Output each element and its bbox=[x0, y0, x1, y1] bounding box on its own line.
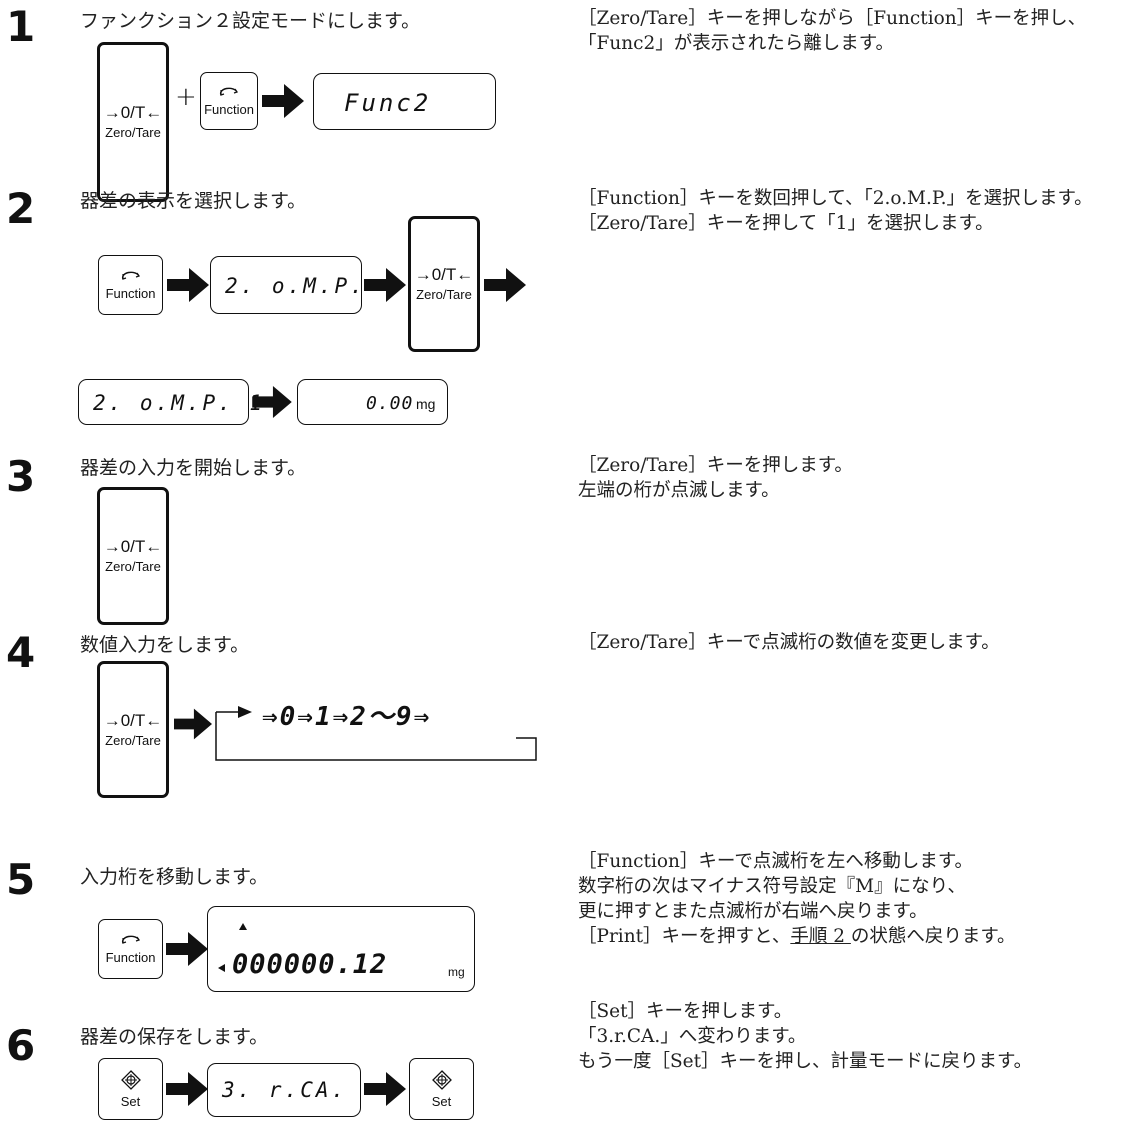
plus-sign: + bbox=[175, 82, 197, 112]
zero-tare-label: Zero/Tare bbox=[105, 559, 161, 574]
step-2-desc-line: ［Function］キーを数回押して、「2.o.M.P.」を選択します。 bbox=[578, 188, 1093, 209]
step-3-desc-line: 左端の桁が点滅します。 bbox=[578, 480, 780, 501]
step-6-number: 6 bbox=[6, 1021, 36, 1070]
display-unit: mg bbox=[448, 965, 465, 979]
step-1-title: ファンクション２設定モードにします。 bbox=[80, 10, 421, 32]
step-6-description: ［Set］キーを押します。 「3.r.CA.」へ変わります。 もう一度［Set］… bbox=[578, 999, 1125, 1074]
display-omp: 2. o.M.P. bbox=[210, 256, 363, 314]
step-4-number: 4 bbox=[6, 628, 36, 677]
zero-tare-label: Zero/Tare bbox=[105, 732, 161, 748]
step-6-desc-line: 「3.r.CA.」へ変わります。 bbox=[578, 1026, 807, 1047]
display-text: 000000.12 bbox=[232, 949, 388, 980]
desc-text: ［Print］キーを押すと、 bbox=[578, 926, 791, 947]
arrow-right-icon bbox=[166, 1072, 208, 1106]
arrow-right-icon bbox=[166, 932, 208, 966]
step-4-desc-line: ［Zero/Tare］キーで点滅桁の数値を変更します。 bbox=[578, 632, 1000, 653]
display-value: 000000.12 mg bbox=[207, 906, 475, 992]
step-5-desc-line: ［Print］キーを押すと、手順 2 の状態へ戻ります。 bbox=[578, 924, 1125, 949]
step-5-desc-line: 数字桁の次はマイナス符号設定『M』になり、 bbox=[578, 876, 966, 897]
arrow-right-icon bbox=[174, 708, 212, 740]
cycle-icon bbox=[121, 935, 140, 944]
step-3-title: 器差の入力を開始します。 bbox=[80, 457, 307, 479]
step-5-title: 入力桁を移動します。 bbox=[80, 866, 269, 888]
zero-tare-symbol: →0/T← bbox=[103, 710, 163, 730]
set-key[interactable]: Set bbox=[409, 1058, 474, 1120]
step-5-number: 5 bbox=[6, 855, 36, 904]
step-2-number: 2 bbox=[6, 184, 36, 233]
arrow-right-icon bbox=[252, 386, 292, 418]
display-text: 2. o.M.P. 1 bbox=[93, 391, 266, 415]
function-key[interactable]: Function bbox=[200, 72, 258, 130]
step-5-desc-line: ［Function］キーで点滅桁を左へ移動します。 bbox=[578, 851, 973, 872]
display-zero-mg: 0.00 mg bbox=[297, 379, 448, 425]
function-label: Function bbox=[105, 285, 156, 301]
cycle-icon bbox=[121, 271, 140, 280]
arrow-right-icon bbox=[364, 1072, 406, 1106]
arrow-right-icon bbox=[262, 84, 304, 118]
step-5-desc-line: 更に押すとまた点滅桁が右端へ戻ります。 bbox=[578, 901, 928, 922]
desc-text: の状態へ戻ります。 bbox=[850, 926, 1016, 947]
set-label: Set bbox=[120, 1093, 141, 1109]
triangle-up-icon bbox=[239, 923, 247, 930]
arrow-right-icon bbox=[167, 268, 209, 302]
zero-tare-symbol: →0/T← bbox=[103, 103, 163, 122]
display-unit: mg bbox=[416, 396, 436, 412]
display-rca: 3. r.CA. bbox=[207, 1063, 361, 1117]
display-text: Func2 bbox=[344, 89, 432, 117]
display-text: 3. r.CA. bbox=[222, 1078, 348, 1102]
step-3-number: 3 bbox=[6, 452, 36, 501]
zero-tare-key[interactable]: →0/T← Zero/Tare bbox=[97, 42, 169, 202]
arrow-right-icon bbox=[484, 268, 526, 302]
cycle-icon bbox=[219, 87, 238, 96]
arrow-right-icon bbox=[364, 268, 406, 302]
function-label: Function bbox=[105, 949, 156, 965]
triangle-left-icon bbox=[218, 964, 225, 972]
display-text: 0.00 bbox=[366, 393, 414, 414]
step-3-desc-line: ［Zero/Tare］キーを押します。 bbox=[578, 455, 853, 476]
function-label: Function bbox=[204, 101, 254, 117]
step-2-description: ［Function］キーを数回押して、「2.o.M.P.」を選択します。 ［Ze… bbox=[578, 186, 1125, 236]
set-key[interactable]: Set bbox=[98, 1058, 163, 1120]
step-1-desc-line: ［Zero/Tare］キーを押しながら［Function］キーを押し、「Func… bbox=[578, 8, 1087, 54]
step-2-desc-line: ［Zero/Tare］キーを押して「1」を選択します。 bbox=[578, 213, 994, 234]
step-1-description: ［Zero/Tare］キーを押しながら［Function］キーを押し、「Func… bbox=[578, 6, 1125, 56]
zero-tare-symbol: →0/T← bbox=[414, 265, 474, 284]
zero-tare-symbol: →0/T← bbox=[103, 537, 163, 556]
step-2-reference: 手順 2 bbox=[790, 926, 851, 947]
digit-sequence: ⇒0⇒1⇒2〜9⇒ bbox=[262, 702, 432, 732]
step-5-description: ［Function］キーで点滅桁を左へ移動します。 数字桁の次はマイナス符号設定… bbox=[578, 849, 1125, 949]
step-4-description: ［Zero/Tare］キーで点滅桁の数値を変更します。 bbox=[578, 630, 1125, 655]
zero-tare-label: Zero/Tare bbox=[105, 125, 161, 140]
zero-tare-label: Zero/Tare bbox=[416, 287, 472, 302]
display-text: 2. o.M.P. bbox=[225, 274, 366, 298]
step-6-title: 器差の保存をします。 bbox=[80, 1026, 269, 1048]
step-2-title: 器差の表示を選択します。 bbox=[80, 190, 307, 212]
step-1-number: 1 bbox=[6, 2, 36, 51]
zero-tare-key[interactable]: →0/T← Zero/Tare bbox=[408, 216, 480, 352]
target-diamond-icon bbox=[431, 1069, 452, 1090]
set-label: Set bbox=[431, 1093, 452, 1109]
function-key[interactable]: Function bbox=[98, 919, 163, 979]
step-6-desc-line: もう一度［Set］キーを押し、計量モードに戻ります。 bbox=[578, 1051, 1033, 1072]
loop-diagram bbox=[215, 706, 537, 761]
step-4-title: 数値入力をします。 bbox=[80, 634, 250, 656]
step-3-description: ［Zero/Tare］キーを押します。 左端の桁が点滅します。 bbox=[578, 453, 1125, 503]
zero-tare-key[interactable]: →0/T← Zero/Tare bbox=[97, 487, 169, 625]
function-key[interactable]: Function bbox=[98, 255, 163, 315]
target-diamond-icon bbox=[120, 1069, 141, 1090]
display-omp-1: 2. o.M.P. 1 bbox=[78, 379, 262, 425]
display-func2: Func2 bbox=[313, 73, 496, 130]
step-6-desc-line: ［Set］キーを押します。 bbox=[578, 1001, 793, 1022]
zero-tare-key[interactable]: →0/T← Zero/Tare bbox=[97, 661, 169, 798]
